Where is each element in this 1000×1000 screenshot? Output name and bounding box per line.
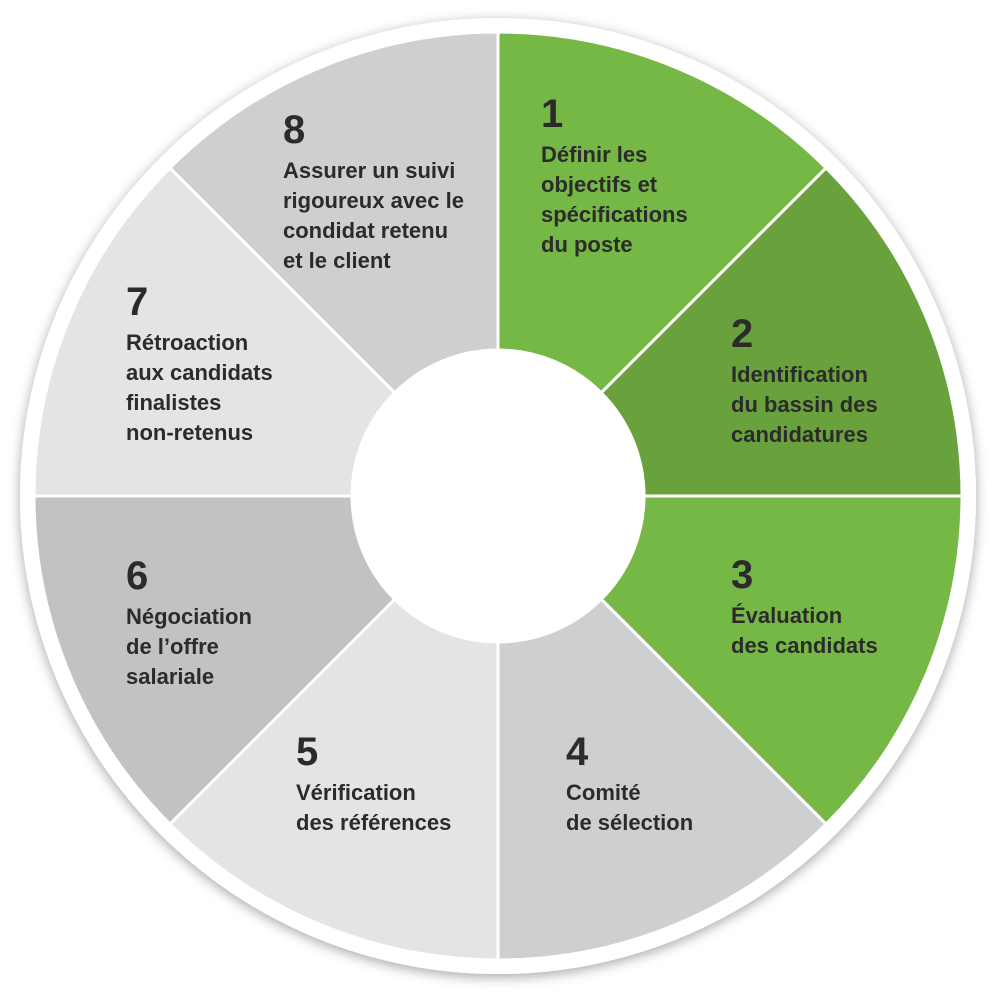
step-4-number: 4 <box>566 730 589 774</box>
step-2-text: Identification du bassin des candidature… <box>731 362 878 447</box>
step-6-text: Négociation de l’offre salariale <box>126 604 252 689</box>
step-7-number: 7 <box>126 280 149 324</box>
step-5-label: 5 Vérification des références <box>296 730 451 838</box>
step-3-number: 3 <box>731 553 754 597</box>
step-1-label: 1 Définir les objectifs et spécification… <box>541 92 688 260</box>
step-1-text: Définir les objectifs et spécifications … <box>541 142 688 257</box>
step-2-number: 2 <box>731 312 754 356</box>
step-7-label: 7 Rétroaction aux candidats finalistes n… <box>126 280 273 448</box>
step-1-number: 1 <box>541 92 564 136</box>
step-3-text: Évaluation des candidats <box>731 603 878 658</box>
step-8-text: Assurer un suivi rigoureux avec le condi… <box>283 158 464 273</box>
step-4-label: 4 Comité de sélection <box>566 730 693 838</box>
step-6-label: 6 Négociation de l’offre salariale <box>126 554 252 692</box>
step-8-label: 8 Assurer un suivi rigoureux avec le con… <box>283 108 464 276</box>
step-6-number: 6 <box>126 554 149 598</box>
step-5-text: Vérification des références <box>296 780 452 835</box>
step-8-number: 8 <box>283 108 306 152</box>
step-2-label: 2 Identification du bassin des candidatu… <box>731 312 878 450</box>
segments-group <box>32 30 964 962</box>
step-5-number: 5 <box>296 730 319 774</box>
step-4-text: Comité de sélection <box>566 780 694 835</box>
step-7-text: Rétroaction aux candidats finalistes non… <box>126 330 273 445</box>
center-hole <box>352 350 644 642</box>
step-3-label: 3 Évaluation des candidats <box>731 553 878 661</box>
